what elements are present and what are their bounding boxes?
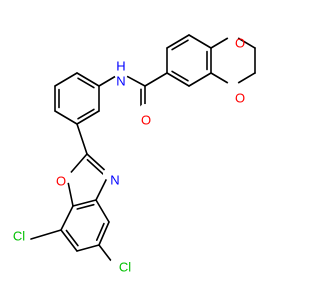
bond-r6-r7-second-line <box>65 229 79 247</box>
atom-labels: H N O O O N O Cl Cl <box>13 36 245 275</box>
bond-b2-b3 <box>54 72 78 87</box>
bond-c2-nOx-second-line <box>86 158 105 175</box>
oxazole-n-label: N <box>110 173 119 188</box>
cl-right-label: Cl <box>119 260 131 275</box>
bond-r5-cl2 <box>98 244 113 263</box>
atom-label-backdrop-4 <box>103 168 115 180</box>
dioxane-o-bottom-label: O <box>235 91 245 106</box>
bond-r4-r5 <box>98 221 110 246</box>
bond-r5-r6 <box>76 244 100 252</box>
bond-c3a-c7a <box>72 199 97 207</box>
bond-r6-r7 <box>60 229 78 252</box>
bond-a4-a5 <box>188 72 212 87</box>
atom-label-backdrop-3 <box>227 80 239 92</box>
bond-r7-c7a <box>60 205 74 231</box>
dioxane-o-top-label: O <box>235 36 245 51</box>
atom-label-backdrop-5 <box>61 171 73 183</box>
bond-b5-b6-second-line <box>77 108 95 120</box>
atom-label-backdrop-1 <box>139 104 151 116</box>
bond-c3a-c7a-second-line <box>76 203 95 210</box>
bond-b5-b6 <box>76 110 100 125</box>
bond-a5-a6 <box>166 72 190 87</box>
atom-label-backdrop-7 <box>109 257 127 275</box>
bond-a1-a2-second-line <box>171 39 189 51</box>
bond-a5-a6-second-line <box>171 70 189 82</box>
atom-label-backdrop-2 <box>227 29 239 41</box>
bond-b4-b5 <box>54 110 78 125</box>
atom-label-backdrop-6 <box>12 230 30 248</box>
cl-left-label: Cl <box>13 229 25 244</box>
amide-nh-label: H N <box>116 59 125 89</box>
bond-b5-c2 <box>76 123 88 155</box>
amide-o-label: O <box>141 113 151 128</box>
bond-b1-b2-second-line <box>77 77 95 89</box>
bond-a1-a2 <box>166 34 190 49</box>
bond-r4-r5-second-line <box>95 222 105 241</box>
amide-n-text: N <box>116 74 125 89</box>
bond-a6-cAm <box>144 72 168 87</box>
oxazole-o-label: O <box>56 174 66 189</box>
bond-b1-b2 <box>76 72 100 87</box>
molecule-structure: H N O O O N O Cl Cl <box>12 29 256 275</box>
amide-h-text: H <box>116 59 125 74</box>
bond-a2-a3 <box>188 34 212 49</box>
bond-c3a-r4 <box>95 199 110 223</box>
bond-r7-cl1 <box>30 229 62 240</box>
atom-label-backdrop-0 <box>114 66 128 80</box>
bonds <box>12 29 256 275</box>
